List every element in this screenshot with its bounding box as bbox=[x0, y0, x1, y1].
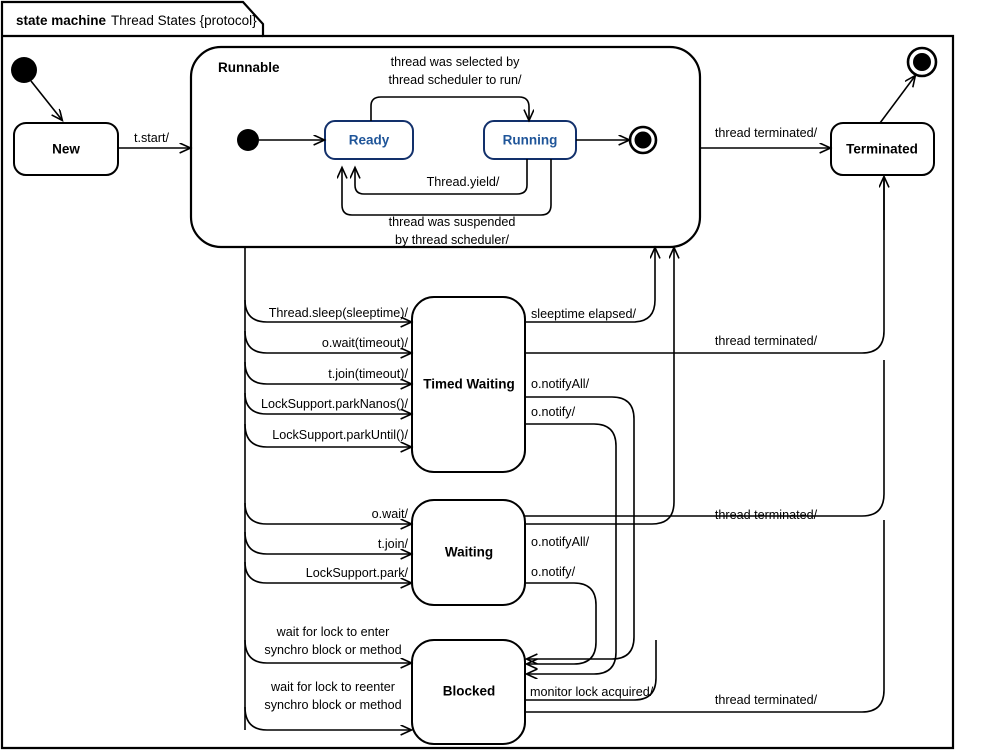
edge-label-park-nanos: LockSupport.parkNanos()/ bbox=[261, 397, 408, 411]
edge-label-suspended-line1: thread was suspended bbox=[389, 215, 516, 229]
diagram-title: state machine Thread States {protocol} bbox=[16, 13, 257, 28]
edge-label-thread-terminated-blocked: thread terminated/ bbox=[715, 693, 818, 707]
state-timed-waiting-label: Timed Waiting bbox=[423, 377, 515, 392]
state-terminated-label: Terminated bbox=[846, 142, 918, 157]
state-blocked-box bbox=[411, 639, 526, 745]
edge-label-selected-by-scheduler-line1: thread was selected by bbox=[391, 55, 521, 69]
state-running-label: Running bbox=[503, 133, 558, 148]
edge-timed-waiting-notify bbox=[525, 423, 617, 674]
edge-blocked-monitor-lock-acquired bbox=[525, 640, 657, 701]
edge-initial-to-new bbox=[30, 80, 62, 120]
edge-to-blocked-enter bbox=[244, 639, 411, 663]
edge-terminated-to-final bbox=[879, 76, 915, 124]
edge-label-t-join-timeout: t.join(timeout)/ bbox=[328, 367, 408, 381]
edge-running-to-ready-suspended bbox=[342, 159, 552, 216]
edge-label-thread-yield: Thread.yield/ bbox=[427, 175, 500, 189]
edge-to-timed-waiting-park-until bbox=[244, 423, 411, 447]
diagram-title-keyword: state machine bbox=[16, 13, 107, 28]
edge-label-thread-sleep: Thread.sleep(sleeptime)/ bbox=[269, 306, 409, 320]
edge-label-t-start: t.start/ bbox=[134, 131, 169, 145]
edge-to-timed-waiting-sleep bbox=[244, 299, 411, 322]
edge-ready-to-running bbox=[370, 96, 529, 121]
final-state-outer-icon bbox=[906, 46, 938, 78]
edge-to-timed-waiting-join-timeout bbox=[244, 361, 411, 384]
edge-label-monitor-lock-acquired: monitor lock acquired/ bbox=[530, 685, 654, 699]
edge-label-t-join: t.join/ bbox=[378, 537, 409, 551]
edge-timed-waiting-sleeptime-elapsed bbox=[525, 248, 655, 323]
state-new-label: New bbox=[52, 142, 80, 157]
edge-label-park-until: LockSupport.parkUntil()/ bbox=[272, 428, 408, 442]
edge-to-waiting-park bbox=[244, 561, 411, 583]
edge-label-thread-terminated-timed: thread terminated/ bbox=[715, 334, 818, 348]
edge-label-selected-by-scheduler-line2: thread scheduler to run/ bbox=[388, 73, 522, 87]
edge-waiting-terminated bbox=[525, 360, 885, 517]
state-new-box bbox=[13, 122, 119, 176]
state-waiting-label: Waiting bbox=[445, 545, 493, 560]
edge-waiting-notify bbox=[525, 582, 597, 664]
initial-state-outer-icon bbox=[11, 57, 37, 83]
edge-blocked-terminated bbox=[525, 520, 885, 713]
edge-label-wait-enter-line2: synchro block or method bbox=[264, 643, 401, 657]
edge-timed-waiting-terminated bbox=[525, 177, 885, 354]
edge-label-wait-reenter-line1: wait for lock to reenter bbox=[270, 680, 395, 694]
edge-label-o-wait: o.wait/ bbox=[372, 507, 409, 521]
edge-label-park: LockSupport.park/ bbox=[306, 566, 409, 580]
edge-to-waiting-join bbox=[244, 531, 411, 554]
edge-to-waiting-wait bbox=[244, 502, 411, 524]
edge-label-thread-terminated-runnable: thread terminated/ bbox=[715, 126, 818, 140]
initial-state-runnable-icon bbox=[237, 129, 259, 151]
edge-timed-waiting-notify-all bbox=[525, 396, 635, 659]
edge-label-sleeptime-elapsed: sleeptime elapsed/ bbox=[531, 307, 637, 321]
edge-to-blocked-reenter bbox=[244, 706, 411, 730]
diagram-title-name: Thread States {protocol} bbox=[111, 13, 257, 28]
edge-label-o-wait-timeout: o.wait(timeout)/ bbox=[322, 336, 409, 350]
state-blocked-label: Blocked bbox=[443, 684, 496, 699]
edge-label-notify-waiting: o.notify/ bbox=[531, 565, 576, 579]
edge-waiting-notify-all bbox=[525, 248, 674, 525]
edge-label-notify-timed: o.notify/ bbox=[531, 405, 576, 419]
edge-to-timed-waiting-wait-timeout bbox=[244, 330, 411, 353]
edge-label-thread-terminated-waiting: thread terminated/ bbox=[715, 508, 818, 522]
composite-state-runnable-label: Runnable bbox=[218, 60, 280, 75]
state-ready-label: Ready bbox=[349, 133, 390, 148]
edge-label-suspended-line2: by thread scheduler/ bbox=[395, 233, 510, 247]
edge-running-to-ready-yield bbox=[355, 159, 528, 195]
diagram-frame bbox=[0, 0, 955, 750]
edge-label-notify-all-waiting: o.notifyAll/ bbox=[531, 535, 590, 549]
edge-label-notify-all-timed: o.notifyAll/ bbox=[531, 377, 590, 391]
edge-label-wait-reenter-line2: synchro block or method bbox=[264, 698, 401, 712]
edge-label-wait-enter-line1: wait for lock to enter bbox=[276, 625, 390, 639]
edge-to-timed-waiting-park-nanos bbox=[244, 392, 411, 414]
